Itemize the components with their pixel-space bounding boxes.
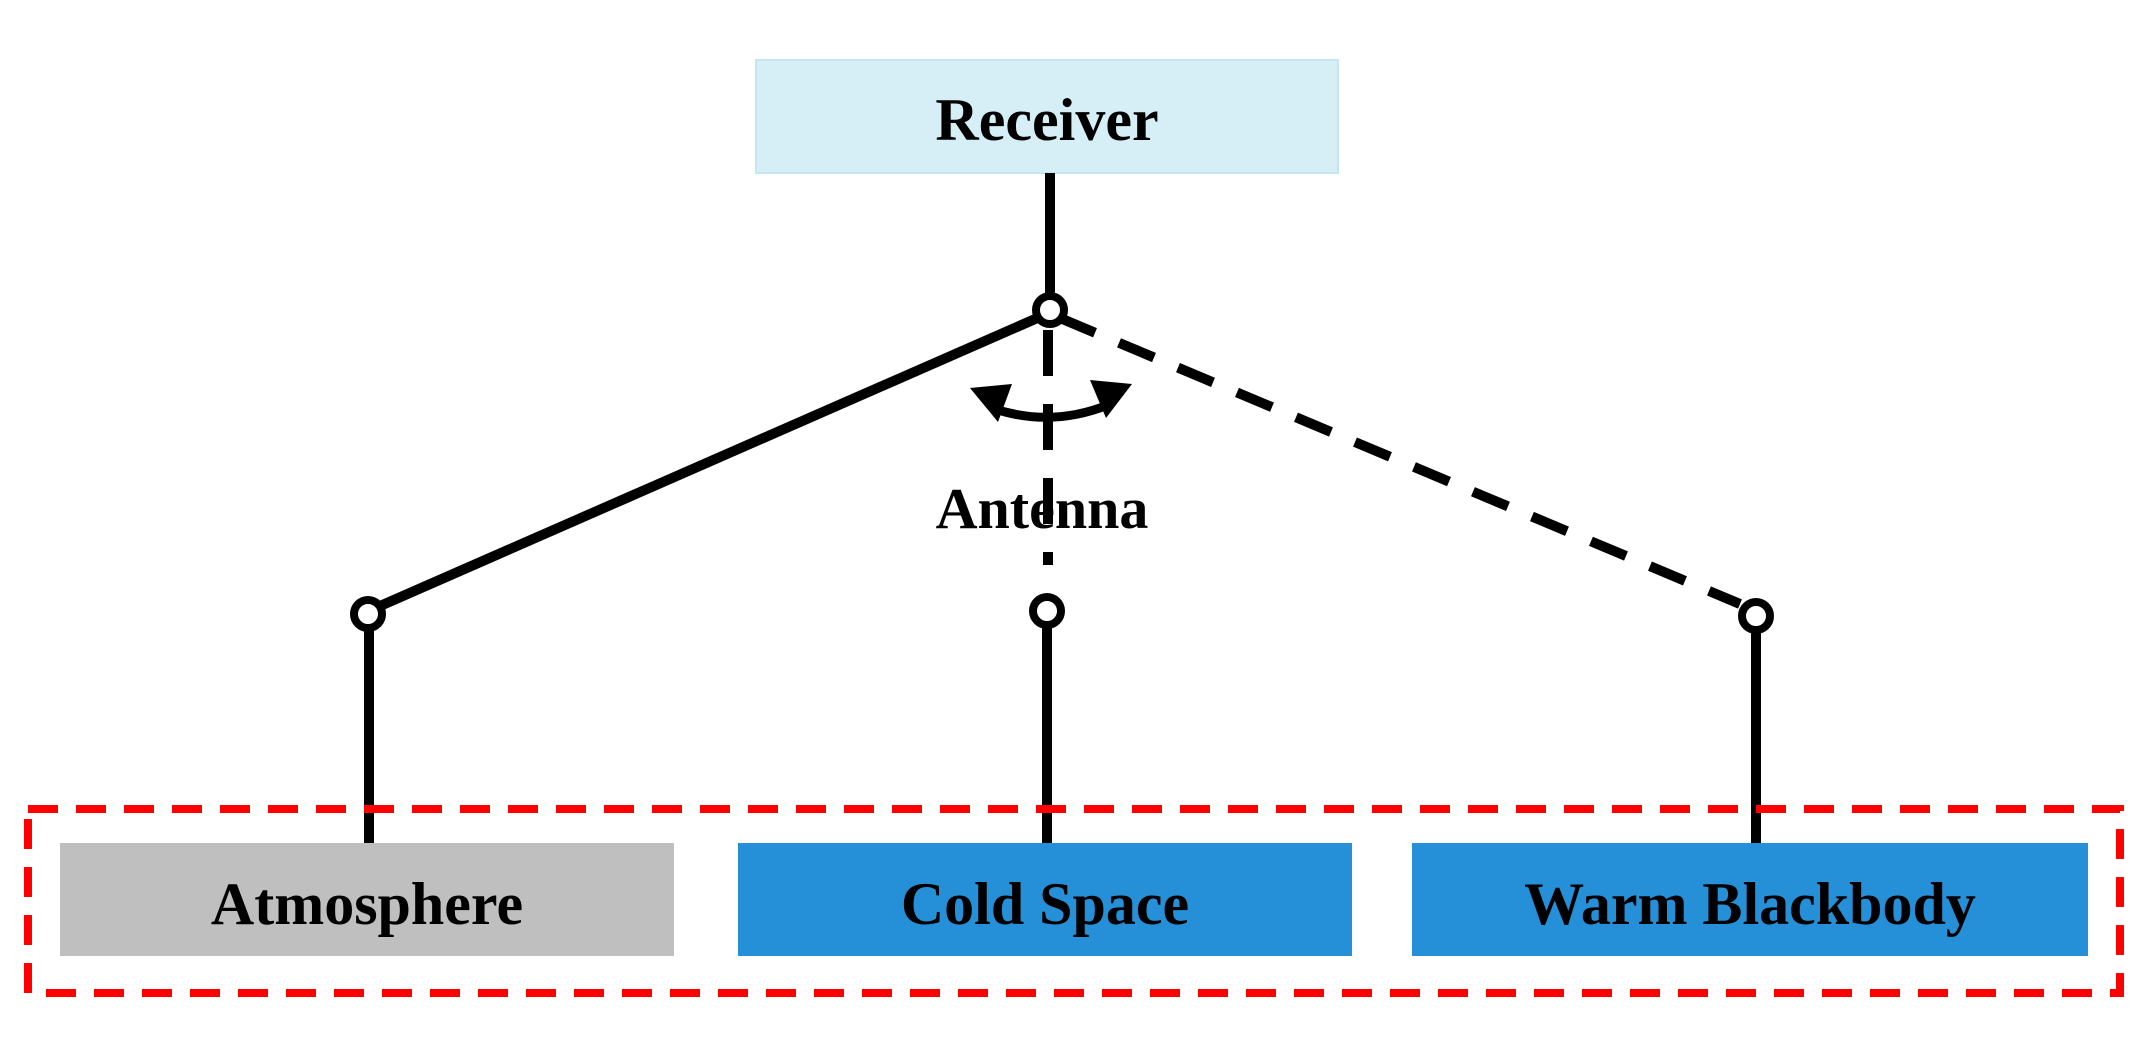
rotation-arrowhead-left — [970, 384, 1012, 422]
cold-space-contact-node — [1029, 593, 1065, 629]
target-group: Atmosphere Cold Space Warm Blackbody — [24, 805, 2124, 997]
warm-blackbody-contact-node — [1738, 598, 1774, 634]
rotation-arc — [990, 400, 1110, 422]
active-path-atmosphere — [377, 311, 1045, 611]
receiver-node: Receiver — [755, 59, 1339, 174]
target-group-border — [24, 805, 2124, 997]
pivot-node — [1032, 292, 1068, 328]
rotation-arrowhead-right — [1090, 380, 1132, 418]
target-cold-space: Cold Space — [738, 843, 1352, 956]
rotation-arrow — [970, 380, 1132, 422]
antenna-label: Antenna — [936, 476, 1149, 541]
warm-blackbody-label: Warm Blackbody — [1524, 871, 1976, 937]
target-warm-blackbody: Warm Blackbody — [1412, 843, 2088, 956]
cold-space-label: Cold Space — [901, 871, 1189, 937]
atmosphere-label: Atmosphere — [211, 871, 523, 937]
receiver-label: Receiver — [935, 87, 1158, 153]
receiver-box — [755, 59, 1339, 174]
switch-nodes — [350, 292, 1774, 634]
target-atmosphere: Atmosphere — [60, 843, 674, 956]
atmosphere-contact-node — [350, 596, 386, 632]
atmosphere-box — [60, 843, 674, 956]
cold-space-box — [738, 843, 1352, 956]
warm-blackbody-box — [1412, 843, 2088, 956]
inactive-path-warm-blackbody — [1058, 313, 1742, 609]
